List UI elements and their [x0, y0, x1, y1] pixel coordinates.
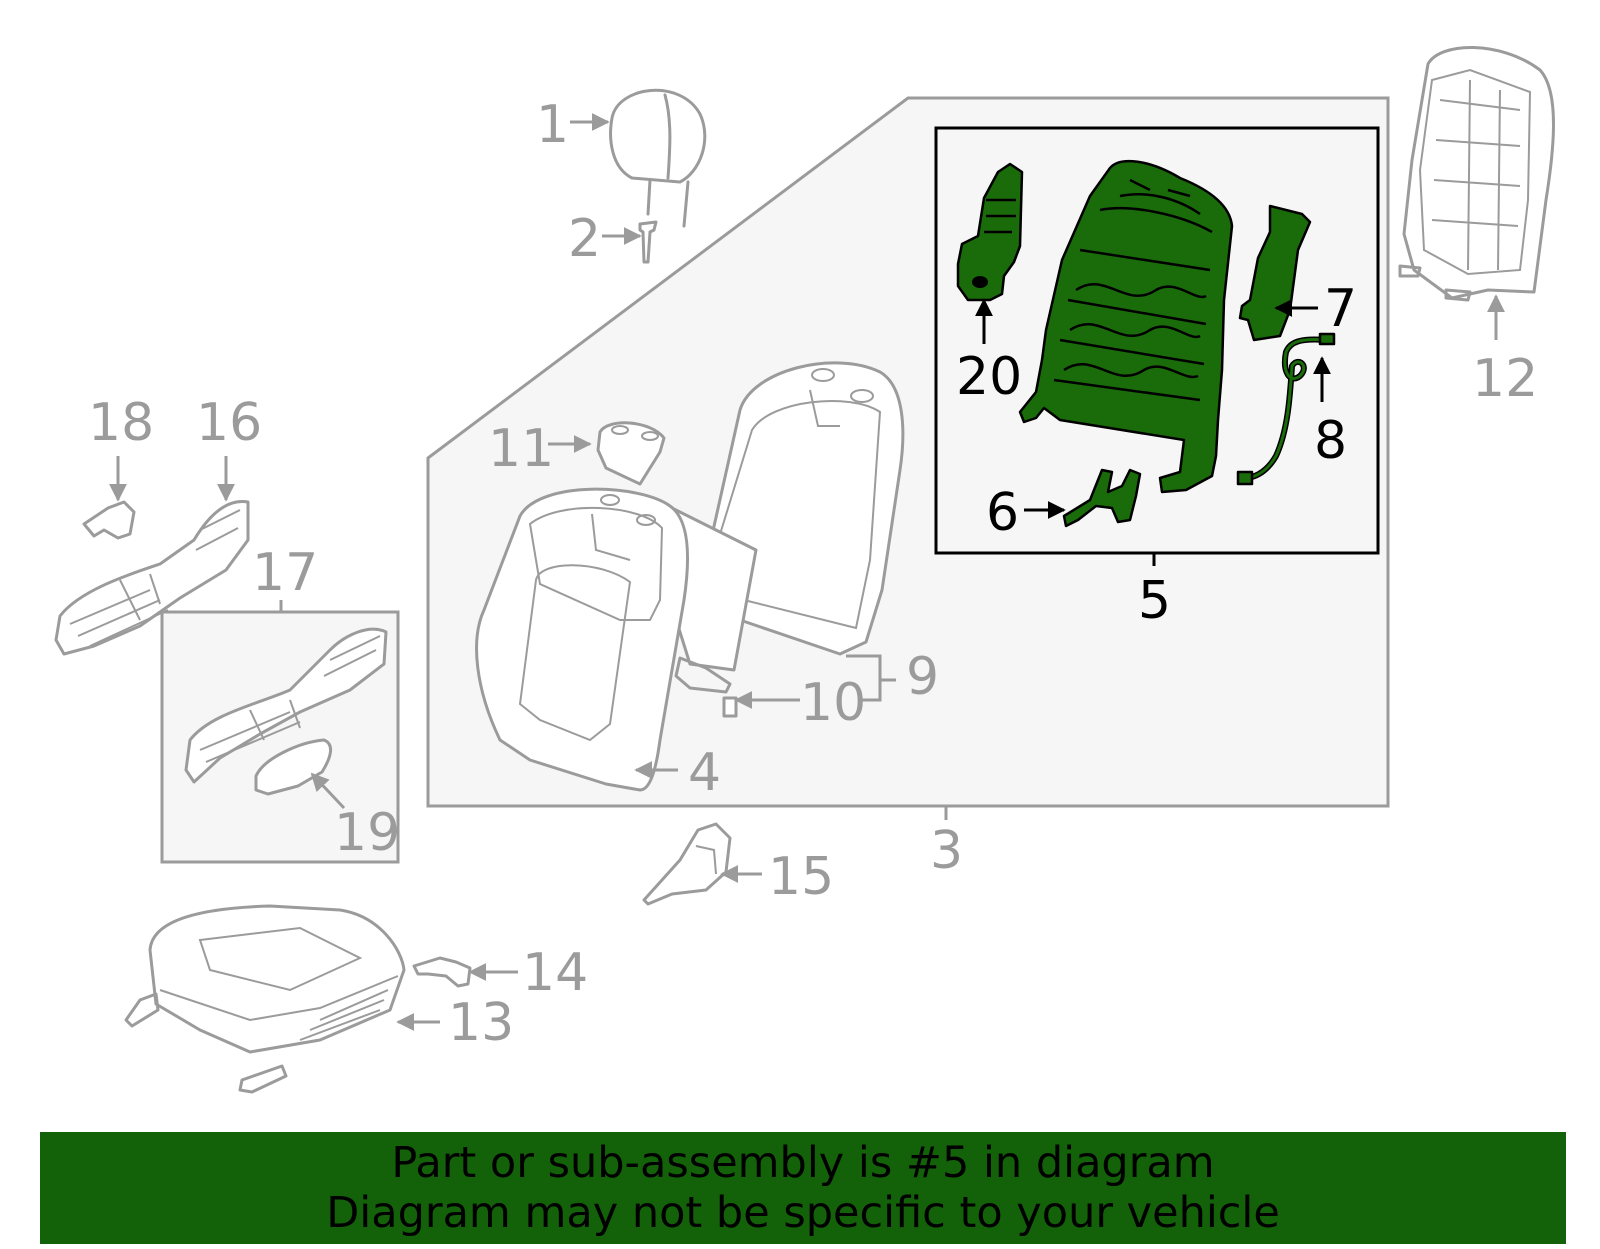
callout-9: 9 [906, 647, 939, 707]
callout-8: 8 [1314, 411, 1347, 471]
wire-harness [1236, 332, 1336, 486]
callout-5: 5 [1138, 571, 1171, 631]
callout-4: 4 [688, 743, 721, 803]
lumbar-pad [668, 506, 758, 718]
switch-cover [254, 738, 332, 796]
side-bracket [1238, 204, 1312, 342]
callout-1: 1 [536, 95, 569, 155]
callout-2: 2 [568, 209, 601, 269]
callout-6: 6 [986, 483, 1019, 543]
callout-19: 19 [334, 803, 400, 863]
callout-12: 12 [1472, 349, 1538, 409]
callout-17: 17 [252, 543, 318, 603]
callout-3: 3 [930, 821, 963, 881]
callout-10: 10 [800, 673, 866, 733]
callout-14: 14 [522, 943, 588, 1003]
callout-13: 13 [448, 993, 514, 1053]
banner-line-2: Diagram may not be specific to your vehi… [326, 1188, 1280, 1238]
headrest [609, 88, 707, 228]
callout-15: 15 [768, 847, 834, 907]
callout-20: 20 [956, 347, 1022, 407]
side-shield-assembly [184, 627, 388, 784]
seatback-cover [475, 487, 689, 792]
seatback-frame-assembly [1018, 160, 1234, 494]
banner-line-1: Part or sub-assembly is #5 in diagram [391, 1138, 1215, 1188]
headrest-bezel [596, 421, 666, 486]
side-shield [54, 500, 250, 656]
info-banner: Part or sub-assembly is #5 in diagram Di… [40, 1132, 1566, 1244]
headrest-guide [638, 220, 658, 264]
recliner-bracket [1062, 468, 1142, 528]
seatback-frame-rear [1398, 46, 1555, 302]
seat-cushion [124, 904, 406, 1094]
callout-leaders [109, 113, 1505, 1031]
callout-16: 16 [196, 393, 262, 453]
seat-clip [412, 956, 472, 988]
seat-parts-diagram: 1 2 3 4 5 6 7 8 9 10 11 12 13 14 15 16 1… [54, 46, 1555, 1094]
adjuster-knob [82, 500, 136, 540]
callout-18: 18 [88, 393, 154, 453]
recliner-cover [642, 822, 732, 906]
callout-11: 11 [488, 419, 554, 479]
callout-7: 7 [1324, 279, 1357, 339]
